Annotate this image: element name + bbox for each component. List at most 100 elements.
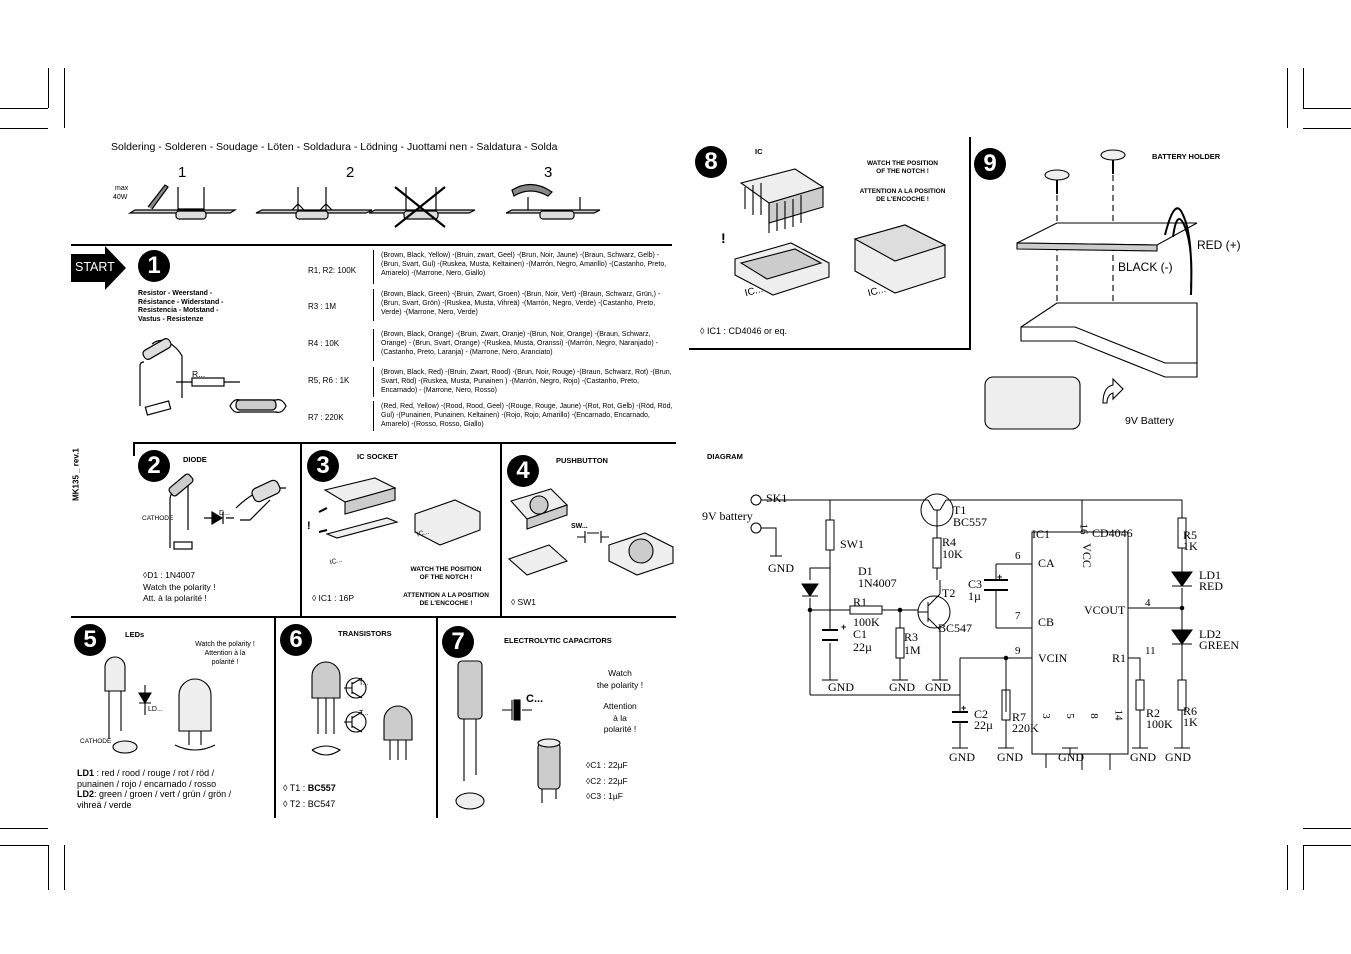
resistor-color-code: (Brown, Black, Red) -(Bruin, Zwart, Rood… xyxy=(381,369,672,394)
schematic-gnd-r2: GND xyxy=(1130,750,1156,764)
crop-mark xyxy=(1287,845,1288,890)
battery-red-label: RED (+) xyxy=(1197,238,1241,252)
diode-cathode-label: CATHODE xyxy=(142,515,174,522)
pushbutton-title: PUSHBUTTON xyxy=(556,456,608,465)
diode-d-label: D... xyxy=(219,510,230,517)
transistor-parts: ◊ T1 : BC557 ◊ T2 : BC547 xyxy=(283,783,336,809)
divider xyxy=(500,442,502,618)
step-3-number: 3 xyxy=(307,450,339,482)
attention-mark: ! xyxy=(307,520,311,532)
solder-max-label: max xyxy=(115,185,129,192)
resistor-name: R4 : 10K xyxy=(308,339,340,348)
document-code: MK135 _ rev.1 xyxy=(71,448,81,501)
led-colors: LD1 : red / rood / rouge / rot / röd / p… xyxy=(77,768,232,810)
crop-mark xyxy=(1303,108,1351,109)
resistor-title: Resistor - Weerstand - Résistance - Wide… xyxy=(138,290,224,323)
capacitor-c-label: C... xyxy=(526,693,544,705)
divider xyxy=(689,348,971,350)
schematic-diagram xyxy=(750,493,1193,770)
solder-step-1: 1 xyxy=(178,164,187,181)
schematic-gnd-ic: GND xyxy=(1058,750,1084,764)
resistor-name: R3 : 1M xyxy=(308,302,337,311)
schematic-pin-ca: CA xyxy=(1038,556,1055,570)
resistor-color-code: (Brown, Black, Orange) -(Bruin, Zwart, O… xyxy=(381,331,658,356)
ic-socket-title: IC SOCKET xyxy=(357,452,398,461)
crop-mark xyxy=(1303,128,1351,129)
table-separator xyxy=(373,401,374,431)
solder-watt-label: 40W xyxy=(113,194,128,201)
capacitor-illustration xyxy=(455,660,561,810)
diode-illustration xyxy=(168,473,286,550)
schematic-pin-number: 7 xyxy=(1015,610,1021,622)
schematic-gnd-c1: GND xyxy=(828,680,854,694)
schematic-gnd-t2: GND xyxy=(925,680,951,694)
resistor-illustration xyxy=(139,338,287,416)
schematic-pin-r1: R1 xyxy=(1112,651,1127,665)
crop-mark xyxy=(64,845,65,890)
diode-title: DIODE xyxy=(183,455,207,464)
ic-title: IC xyxy=(755,147,763,156)
diode-info: ◊D1 : 1N4007 Watch the polarity ! Att. à… xyxy=(143,570,216,603)
divider xyxy=(71,616,676,618)
step-1-number: 1 xyxy=(138,250,170,282)
battery-holder-title: BATTERY HOLDER xyxy=(1152,152,1221,161)
crop-mark xyxy=(0,828,48,829)
soldering-illustration xyxy=(127,183,601,228)
solder-step-3: 3 xyxy=(544,164,553,181)
capacitor-parts: ◊C1 : 22µF◊C2 : 22µF◊C3 : 1µF xyxy=(586,760,628,801)
schematic-pin-number: 14 xyxy=(1112,709,1125,721)
step-6-number: 6 xyxy=(280,624,312,656)
crop-mark xyxy=(0,128,48,129)
pushbutton-illustration xyxy=(507,488,674,576)
crop-mark xyxy=(1303,845,1304,890)
schematic-gnd-r7: GND xyxy=(997,750,1023,764)
resistor-name: R5, R6 : 1K xyxy=(308,376,350,385)
step-8-number: 8 xyxy=(695,146,727,178)
resistor-name: R7 : 220K xyxy=(308,413,344,422)
led-ld-label: LD... xyxy=(148,706,163,713)
schematic-pin-number: 9 xyxy=(1015,645,1021,657)
soldering-title: Soldering - Solderen - Soudage - Löten -… xyxy=(111,141,558,153)
attention-mark: ! xyxy=(721,230,726,246)
schematic-pin-number: 3 xyxy=(1039,713,1052,719)
step-5-number: 5 xyxy=(74,624,106,656)
crop-mark xyxy=(0,845,48,846)
crop-mark xyxy=(1303,845,1351,846)
schematic-t2-value: BC547 xyxy=(938,621,973,635)
start-label: START xyxy=(75,260,115,274)
step-4-number: 4 xyxy=(507,455,539,487)
schematic-c1-polarity: + xyxy=(841,622,847,632)
pushbutton-part: ◊ SW1 xyxy=(511,597,536,607)
divider xyxy=(71,244,672,246)
resistor-r-label: R... xyxy=(192,369,206,379)
table-separator xyxy=(373,329,374,361)
crop-mark xyxy=(1287,68,1288,128)
schematic-pin-vcout: VCOUT xyxy=(1084,603,1126,617)
led-cathode-label: CATHODE xyxy=(80,738,112,745)
schematic-c2-polarity: + xyxy=(961,703,967,713)
schematic-pin-number: 5 xyxy=(1063,713,1076,719)
schematic-pin-vcin: VCIN xyxy=(1038,651,1068,665)
divider xyxy=(300,442,302,618)
schematic-sk1: SK1 xyxy=(766,491,788,505)
crop-mark xyxy=(48,845,49,890)
schematic-pin-number: 16 xyxy=(1077,523,1090,535)
ic-socket-illustration xyxy=(318,477,481,546)
schematic-gnd: GND xyxy=(768,561,794,575)
step-7-number: 7 xyxy=(442,626,474,658)
schematic-ic1: IC1 xyxy=(1032,527,1050,541)
